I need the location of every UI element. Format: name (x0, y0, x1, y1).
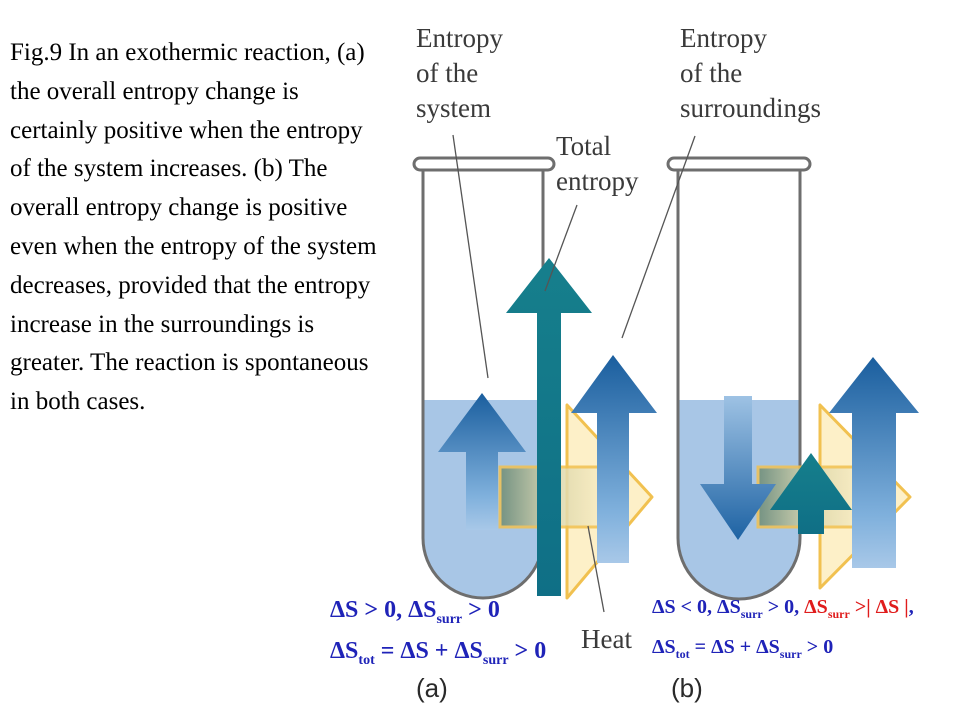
svg-text:surroundings: surroundings (680, 93, 821, 123)
test-tube-a (412, 156, 556, 600)
svg-text:entropy: entropy (556, 166, 639, 196)
leader-heat (587, 525, 605, 613)
case-label-b: (b) (671, 673, 703, 703)
leader-total (544, 204, 578, 292)
leader-surroundings (621, 135, 696, 339)
equation-a-line1: ΔS > 0, ΔSsurr > 0 (330, 597, 500, 627)
total-entropy-arrow-a (506, 258, 592, 596)
label-surroundings-entropy: Entropy of the surroundings (680, 23, 821, 123)
system-entropy-arrow-b (700, 396, 776, 540)
svg-text:Total: Total (556, 131, 611, 161)
svg-text:Entropy: Entropy (680, 23, 767, 53)
system-entropy-arrow-a (438, 393, 526, 530)
equation-a-line2: ΔStot = ΔS + ΔSsurr > 0 (330, 638, 546, 668)
svg-text:of the: of the (416, 58, 478, 88)
label-total-entropy: Total entropy (556, 131, 639, 196)
equation-b-line2: ΔStot = ΔS + ΔSsurr > 0 (652, 636, 833, 661)
svg-text:system: system (416, 93, 491, 123)
tube-a-rim (412, 156, 556, 172)
surroundings-entropy-arrow-a (571, 355, 657, 563)
svg-text:Entropy: Entropy (416, 23, 503, 53)
total-entropy-arrow-b (770, 453, 852, 534)
label-heat: Heat (581, 624, 632, 654)
equation-b-line1: ΔS < 0, ΔSsurr > 0, ΔSsurr >| ΔS |, (652, 596, 914, 621)
svg-text:of the: of the (680, 58, 742, 88)
label-system-entropy: Entropy of the system (416, 23, 503, 123)
tube-b-rim (666, 156, 812, 172)
leader-system (452, 134, 489, 379)
surroundings-entropy-arrow-b (829, 357, 919, 568)
case-label-a: (a) (416, 673, 448, 703)
figure-caption: Fig.9 In an exothermic reaction, (a) the… (10, 39, 377, 416)
